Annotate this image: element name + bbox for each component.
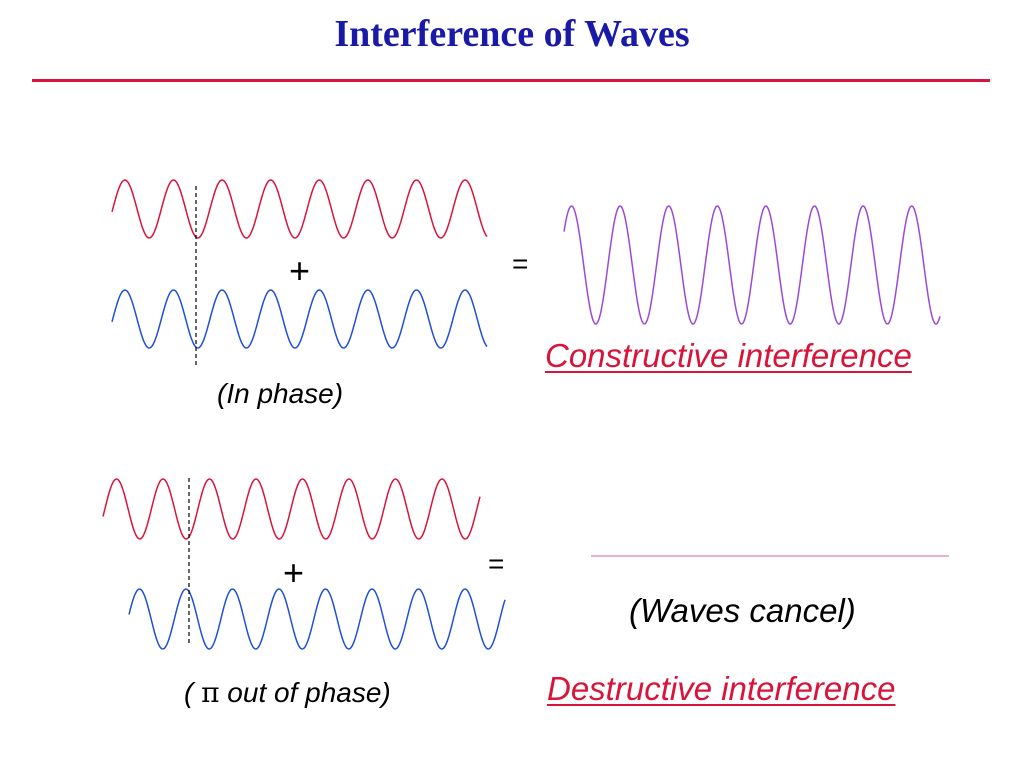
bottom-equals-sign: = — [488, 548, 505, 579]
in-phase-label: (In phase) — [217, 378, 344, 409]
bottom-red-wave — [102, 478, 481, 540]
top-red-wave — [111, 179, 488, 239]
bottom-blue-wave — [128, 588, 506, 650]
out-of-phase-label-open: ( — [184, 677, 202, 708]
top-plus-sign: + — [289, 250, 311, 291]
waves-cancel-label: (Waves cancel) — [629, 592, 856, 629]
top-blue-wave — [111, 289, 488, 349]
constructive-interference-heading: Constructive interference — [545, 337, 912, 374]
out-of-phase-label-close: out of phase) — [219, 677, 391, 708]
title-underline-rule — [32, 79, 990, 82]
top-equals-sign: = — [512, 248, 529, 279]
pi-symbol: π — [201, 676, 220, 709]
slide-title: Interference of Waves — [334, 13, 690, 55]
destructive-interference-heading: Destructive interference — [547, 670, 896, 707]
constructive-sum-wave — [563, 205, 941, 325]
out-of-phase-label: ( π out of phase) — [184, 676, 391, 709]
bottom-plus-sign: + — [283, 552, 305, 593]
